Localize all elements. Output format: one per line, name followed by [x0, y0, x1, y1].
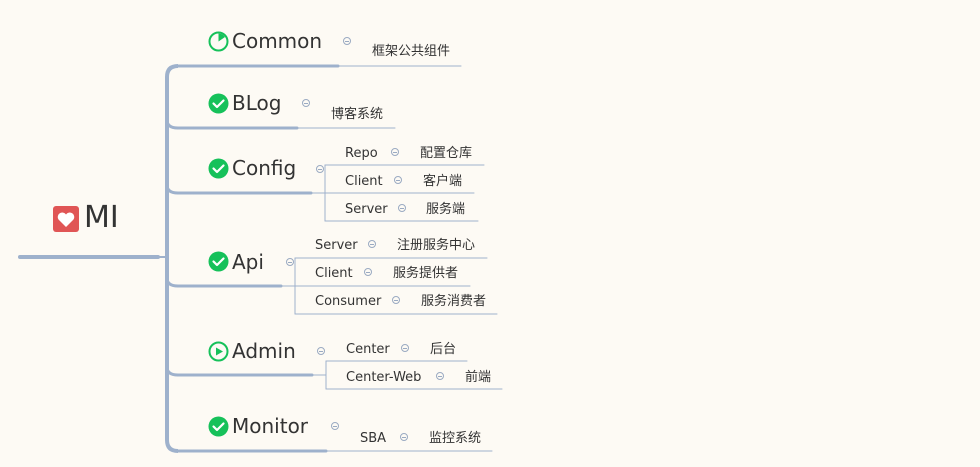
branch-curve — [165, 277, 179, 288]
progress-icon — [208, 31, 229, 56]
subtopic-config-client[interactable]: Client — [345, 174, 383, 189]
check-icon — [208, 251, 229, 276]
collapse-toggle[interactable] — [364, 268, 372, 276]
note-admin-center-web[interactable]: 前端 — [465, 370, 492, 385]
topic-api[interactable]: Api — [232, 250, 264, 274]
subtopic-api-consumer[interactable]: Consumer — [315, 294, 382, 309]
note-blog[interactable]: 博客系统 — [331, 107, 384, 122]
topic-blog[interactable]: BLog — [232, 91, 282, 115]
collapse-toggle[interactable] — [331, 422, 339, 430]
collapse-toggle[interactable] — [368, 240, 376, 248]
subtopic-config-repo[interactable]: Repo — [345, 146, 378, 161]
topic-monitor[interactable]: Monitor — [232, 414, 309, 438]
note-api-client[interactable]: 服务提供者 — [393, 266, 459, 281]
play-icon — [208, 341, 229, 366]
note-common[interactable]: 框架公共组件 — [372, 44, 451, 59]
check-icon — [208, 93, 229, 118]
collapse-toggle[interactable] — [302, 99, 310, 107]
topic-common[interactable]: Common — [232, 29, 323, 53]
collapse-toggle[interactable] — [392, 296, 400, 304]
subtopic-api-server[interactable]: Server — [315, 238, 358, 253]
note-config-server[interactable]: 服务端 — [426, 202, 466, 217]
subtopic-monitor-sba[interactable]: SBA — [360, 431, 387, 446]
collapse-toggle[interactable] — [286, 258, 294, 266]
subtopic-api-client[interactable]: Client — [315, 266, 353, 281]
note-monitor-sba[interactable]: 监控系统 — [429, 431, 482, 446]
note-admin-center[interactable]: 后台 — [430, 342, 457, 357]
topic-config[interactable]: Config — [232, 156, 297, 180]
collapse-toggle[interactable] — [436, 372, 444, 380]
branch-curve — [165, 366, 179, 377]
note-api-server[interactable]: 注册服务中心 — [397, 238, 476, 253]
collapse-toggle[interactable] — [401, 344, 409, 352]
collapse-toggle[interactable] — [316, 165, 324, 173]
heart-icon — [53, 206, 79, 236]
branch-curve — [165, 119, 179, 130]
topic-admin[interactable]: Admin — [232, 339, 296, 363]
collapse-toggle[interactable] — [317, 347, 325, 355]
collapse-toggle[interactable] — [391, 148, 399, 156]
trunk-line — [165, 64, 179, 453]
check-icon — [208, 416, 229, 441]
subtopic-admin-center-web[interactable]: Center-Web — [346, 370, 422, 385]
branch-curve — [165, 184, 179, 195]
collapse-toggle[interactable] — [394, 176, 402, 184]
collapse-toggle[interactable] — [398, 204, 406, 212]
note-config-repo[interactable]: 配置仓库 — [420, 146, 473, 161]
subtopic-admin-center[interactable]: Center — [346, 342, 390, 357]
subtopic-config-server[interactable]: Server — [345, 202, 388, 217]
root-topic[interactable]: MI — [84, 200, 119, 235]
note-config-client[interactable]: 客户端 — [423, 174, 463, 189]
collapse-toggle[interactable] — [343, 37, 351, 45]
check-icon — [208, 158, 229, 183]
collapse-toggle[interactable] — [400, 433, 408, 441]
note-api-consumer[interactable]: 服务消费者 — [421, 294, 487, 309]
